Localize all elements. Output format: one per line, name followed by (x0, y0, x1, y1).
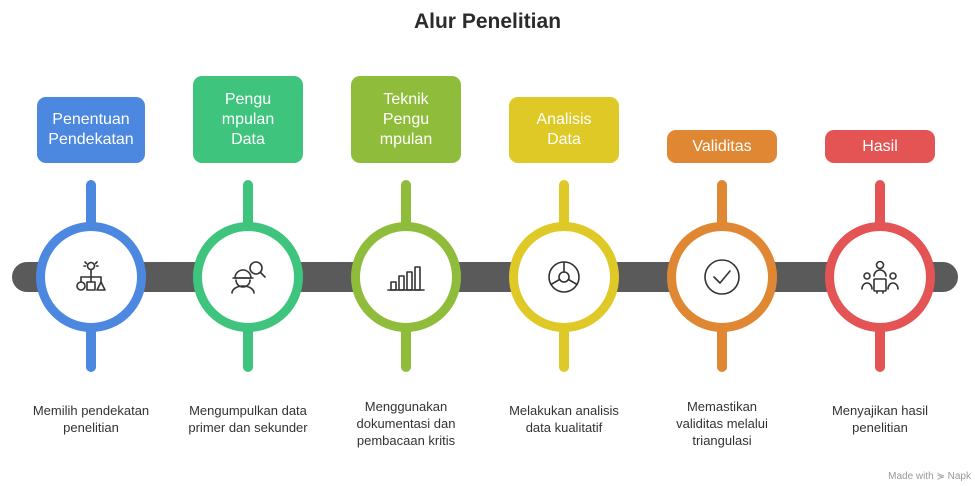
watermark: Made with ⋟ Napk (888, 471, 971, 482)
step-label-text: Hasil (862, 137, 898, 155)
timeline-track (12, 262, 958, 292)
step-connector-bottom (86, 320, 96, 372)
step-connector-top (401, 180, 411, 240)
step-connector-bottom (559, 320, 569, 372)
step-connector-top (243, 180, 253, 240)
step-connector-bottom (875, 320, 885, 372)
step-ring (509, 222, 619, 332)
step-connector-bottom (717, 320, 727, 372)
step-ring (667, 222, 777, 332)
step-label: Hasil (825, 130, 935, 163)
step-connector-bottom (243, 320, 253, 372)
hierarchy-lightbulb-icon (73, 259, 109, 295)
step-connector-top (717, 180, 727, 240)
meeting-presentation-icon (860, 259, 900, 295)
step-ring (36, 222, 146, 332)
step-connector-top (875, 180, 885, 240)
step-connector-top (86, 180, 96, 240)
bar-chart-icon (386, 262, 426, 292)
diagram-title: Alur Penelitian (413, 10, 562, 33)
pie-chart-icon (545, 258, 583, 296)
researcher-search-icon (228, 259, 268, 295)
step-connector-top (559, 180, 569, 240)
step-ring (193, 222, 303, 332)
step-label: Validitas (667, 130, 777, 163)
step-ring (825, 222, 935, 332)
step-label-text: Validitas (692, 137, 752, 155)
step-connector-bottom (401, 320, 411, 372)
step-ring (351, 222, 461, 332)
check-circle-icon (702, 257, 742, 297)
